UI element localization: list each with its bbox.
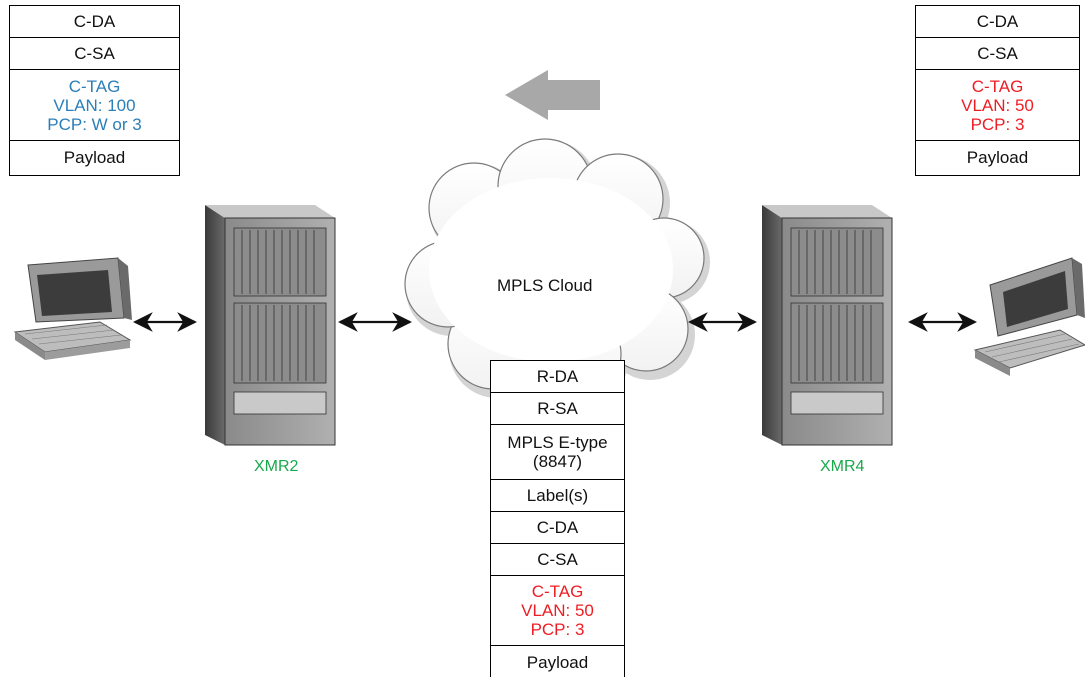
frame-field-payload: Payload: [526, 652, 589, 672]
c-tag-title: C-TAG: [971, 76, 1024, 96]
left-router-icon: [205, 205, 336, 446]
frame-field-c-sa: C-SA: [916, 38, 1079, 70]
c-tag-pcp: PCP: 3: [530, 620, 585, 639]
frame-field-r-sa: R-SA: [491, 393, 624, 425]
frame-field-c-tag: C-TAG VLAN: 50 PCP: 3: [916, 70, 1079, 141]
frame-field-c-da: C-DA: [916, 6, 1079, 38]
etype-line-1: MPLS E-type: [507, 433, 608, 452]
direction-arrow-icon: [505, 70, 600, 120]
frame-field-r-da: R-DA: [491, 361, 624, 393]
right-frame-stack: C-DA C-SA C-TAG VLAN: 50 PCP: 3 Payload: [915, 5, 1080, 176]
c-tag-pcp: PCP: W or 3: [47, 114, 142, 134]
frame-field-c-sa: C-SA: [10, 38, 179, 70]
c-tag-vlan: VLAN: 50: [961, 95, 1034, 115]
frame-field-mpls-etype: MPLS E-type (8847): [491, 425, 624, 480]
frame-field-c-tag: C-TAG VLAN: 50 PCP: 3: [491, 576, 624, 646]
left-frame-stack: C-DA C-SA C-TAG VLAN: 100 PCP: W or 3 Pa…: [9, 5, 180, 176]
router-label-xmr2: XMR2: [254, 458, 299, 475]
left-computer-icon: [13, 257, 132, 360]
frame-field-labels: Label(s): [491, 480, 624, 512]
frame-field-c-tag: C-TAG VLAN: 100 PCP: W or 3: [10, 70, 179, 141]
frame-field-payload: Payload: [966, 148, 1029, 167]
c-tag-vlan: VLAN: 50: [521, 601, 594, 620]
frame-field-payload: Payload: [63, 148, 126, 167]
right-computer-icon: [973, 257, 1085, 376]
frame-field-c-sa: C-SA: [491, 544, 624, 576]
frame-field-c-da: C-DA: [10, 6, 179, 38]
c-tag-title: C-TAG: [531, 582, 584, 601]
cloud-label: MPLS Cloud: [497, 276, 593, 295]
c-tag-title: C-TAG: [68, 76, 121, 96]
frame-field-c-da: C-DA: [491, 512, 624, 544]
mpls-frame-stack: R-DA R-SA MPLS E-type (8847) Label(s) C-…: [490, 360, 625, 677]
right-router-icon: [762, 205, 893, 446]
c-tag-pcp: PCP: 3: [970, 114, 1025, 134]
router-label-xmr4: XMR4: [820, 458, 865, 475]
c-tag-vlan: VLAN: 100: [53, 95, 136, 115]
etype-line-2: (8847): [532, 452, 583, 471]
